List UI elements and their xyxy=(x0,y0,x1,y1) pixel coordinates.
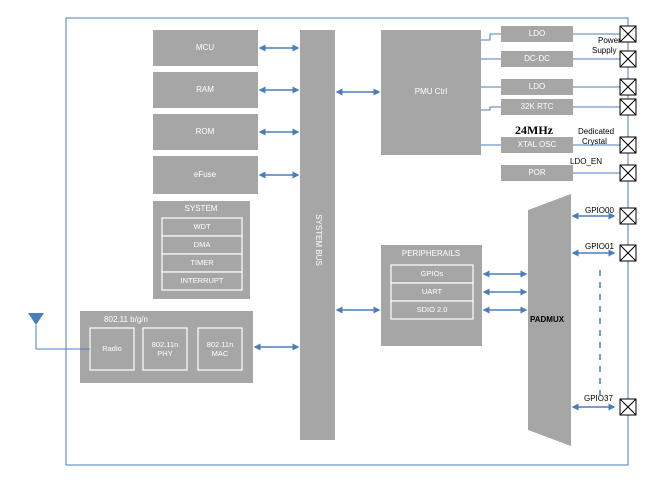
pad-por-icon xyxy=(619,164,637,182)
rom-label: ROM xyxy=(196,127,215,136)
padmux-block: PADMUX xyxy=(528,194,571,446)
ram-block: RAM xyxy=(153,72,258,108)
system-item-label: DMA xyxy=(194,240,211,249)
power-items: LDO DC-DC LDO 32K RTC XTAL OSC POR xyxy=(501,26,573,181)
pmu-ctrl-block: PMU Ctrl xyxy=(381,30,481,155)
ldo-block xyxy=(501,26,573,42)
system-group: SYSTEM WDT DMA TIMER INTERRUPT xyxy=(153,201,250,299)
pad-dcdc-icon xyxy=(619,50,637,68)
system-item-interrupt xyxy=(161,271,243,291)
power-item-label: 32K RTC xyxy=(521,102,554,111)
power-item-label: LDO xyxy=(529,29,545,38)
power-item-label: DC-DC xyxy=(524,54,550,63)
power-item-label: POR xyxy=(528,168,546,177)
efuse-block: eFuse xyxy=(153,156,258,194)
system-bus: SYSTEM BUS xyxy=(300,30,335,440)
radio-block xyxy=(89,327,135,371)
ldo-en-label: LDO_EN xyxy=(570,157,602,166)
xtal-freq-label: 24MHz xyxy=(515,123,554,137)
dcdc-block xyxy=(501,51,573,67)
pmu-ctrl-label: PMU Ctrl xyxy=(415,87,448,96)
peripherals-title: PERIPHERAILS xyxy=(402,249,460,258)
chip-boundary xyxy=(65,17,629,466)
peripheral-item-label: SDIO 2.0 xyxy=(417,305,448,314)
efuse-label: eFuse xyxy=(194,170,217,179)
system-bus-label: SYSTEM BUS xyxy=(314,214,323,266)
gpio01-label: GPIO01 xyxy=(585,242,614,251)
pad-xtal-icon xyxy=(619,136,637,154)
padmux-label: PADMUX xyxy=(530,315,565,324)
mac-block xyxy=(197,327,243,371)
phy-block xyxy=(142,327,188,371)
mcu-label: MCU xyxy=(196,43,214,52)
ldo2-block xyxy=(501,79,573,95)
peripheral-item-label: GPIOs xyxy=(421,269,444,278)
pmu-wires xyxy=(481,33,501,146)
pad-gpio01-icon xyxy=(619,244,637,262)
peripheral-item-label: UART xyxy=(422,287,443,296)
sdio-block xyxy=(390,300,474,320)
ram-label: RAM xyxy=(196,85,214,94)
rom-block: ROM xyxy=(153,114,258,150)
pad-gpio37-icon xyxy=(619,398,637,416)
mcu-block: MCU xyxy=(153,30,258,66)
system-item-label: TIMER xyxy=(190,258,214,267)
pad-ldo2-icon xyxy=(619,78,637,96)
radio-label: Radio xyxy=(102,344,122,353)
pads xyxy=(619,25,637,416)
wifi-title: 802.11 b/g/n xyxy=(104,315,148,324)
system-item-label: WDT xyxy=(193,222,210,231)
gpio37-label: GPIO37 xyxy=(584,394,613,403)
xtal-osc-block xyxy=(501,137,573,153)
por-block xyxy=(501,165,573,181)
pad-wires xyxy=(573,33,620,174)
pad-ldo-icon xyxy=(619,25,637,43)
power-item-label: XTAL OSC xyxy=(518,140,557,149)
gpio00-label: GPIO00 xyxy=(585,206,614,215)
rtc-block xyxy=(501,99,573,115)
system-title: SYSTEM xyxy=(185,204,218,213)
peripherals-group: PERIPHERAILS GPIOs UART SDIO 2.0 xyxy=(381,245,482,346)
antenna-icon xyxy=(28,313,90,350)
pad-rtc-icon xyxy=(619,98,637,116)
power-item-label: LDO xyxy=(529,82,545,91)
system-item-label: INTERRUPT xyxy=(181,276,224,285)
pad-gpio00-icon xyxy=(619,207,637,225)
